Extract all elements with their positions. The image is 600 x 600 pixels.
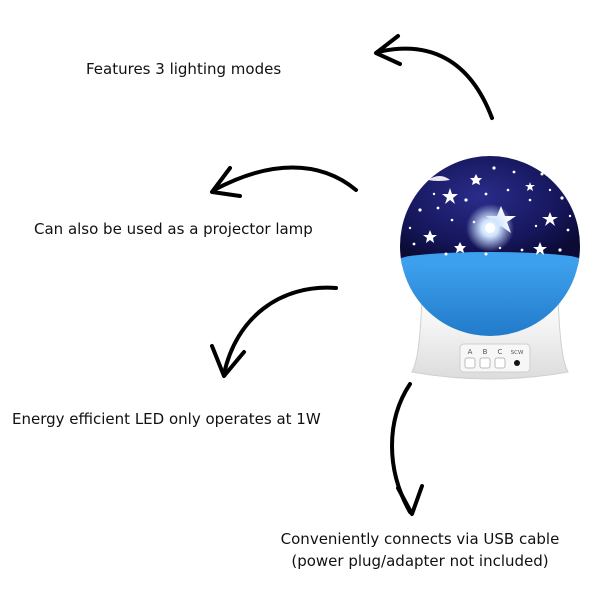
- star-projector-lamp-image: A B C SCW: [400, 156, 580, 380]
- arrow-to-lighting-modes-icon: [374, 34, 494, 120]
- usb-port-icon: [514, 360, 520, 366]
- button-label-a: A: [468, 348, 473, 356]
- button-label-b: B: [483, 348, 488, 356]
- feature-usb-line-1: Conveniently connects via USB cable: [280, 530, 560, 548]
- control-panel: [459, 343, 531, 373]
- feature-usb-connection: Conveniently connects via USB cable (pow…: [250, 528, 590, 572]
- button-a[interactable]: [464, 357, 476, 369]
- button-label-scw: SCW: [511, 350, 524, 356]
- button-b[interactable]: [479, 357, 491, 369]
- button-label-c: C: [498, 348, 503, 356]
- feature-projector-lamp: Can also be used as a projector lamp: [34, 220, 313, 238]
- feature-usb-line-2: (power plug/adapter not included): [291, 552, 549, 570]
- button-c[interactable]: [494, 357, 506, 369]
- feature-energy-efficient: Energy efficient LED only operates at 1W: [12, 410, 321, 428]
- arrow-to-usb-icon: [390, 382, 424, 516]
- arrow-to-projector-icon: [210, 165, 358, 198]
- arrow-to-energy-icon: [210, 285, 338, 378]
- feature-lighting-modes: Features 3 lighting modes: [86, 60, 282, 78]
